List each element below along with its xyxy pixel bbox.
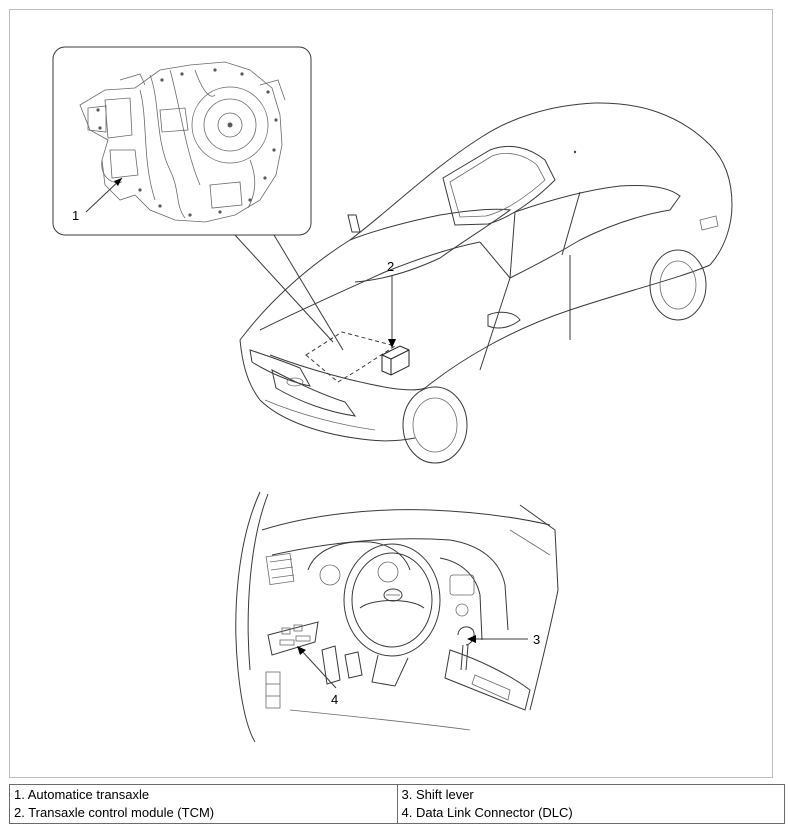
diagram-frame: 1	[9, 9, 773, 778]
callout-4: 4	[331, 692, 338, 707]
transaxle-inset: 1	[52, 46, 344, 351]
callout-4-leader	[300, 649, 337, 689]
legend-col-right: 3. Shift lever 4. Data Link Connector (D…	[396, 784, 785, 824]
legend-col-left: 1. Automatice transaxle 2. Transaxle con…	[9, 784, 398, 824]
legend-item-4: 4. Data Link Connector (DLC)	[401, 805, 573, 820]
callout-1: 1	[72, 208, 79, 223]
component-location-diagram: 1	[52, 46, 733, 743]
transaxle-illustration	[79, 61, 286, 223]
legend-table: 1. Automatice transaxle 2. Transaxle con…	[9, 784, 785, 824]
callout-1-leader	[85, 177, 123, 213]
legend-item-3: 3. Shift lever	[401, 787, 474, 802]
legend-item-1: 1. Automatice transaxle	[14, 787, 150, 802]
interior-illustration: 3 4	[235, 491, 559, 743]
legend-row: 1. Automatice transaxle 2. Transaxle con…	[9, 784, 785, 824]
car-illustration: 2	[239, 102, 733, 464]
callout-2: 2	[387, 259, 394, 274]
callout-3: 3	[533, 632, 540, 647]
tcm-module	[381, 345, 410, 376]
legend-item-2: 2. Transaxle control module (TCM)	[14, 805, 215, 820]
